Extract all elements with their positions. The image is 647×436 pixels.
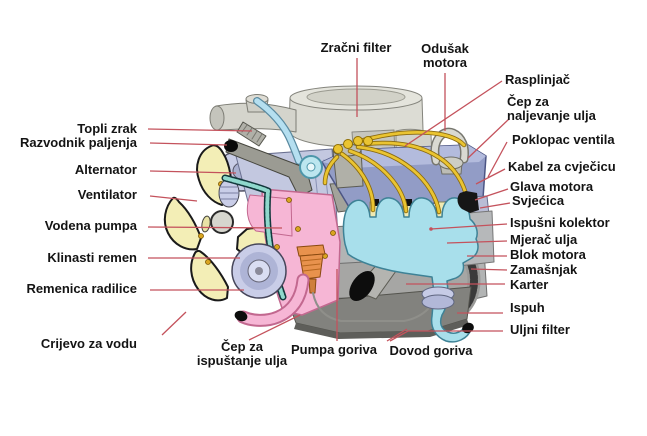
label-klinasti-remen: Klinasti remen [47,250,137,265]
leader-kabel-cvjecicu [475,168,506,185]
label-crijevo-za-vodu: Crijevo za vodu [40,336,137,351]
leader-alternator [149,170,237,174]
label-dovod-goriva: Dovod goriva [389,343,473,358]
breather-hose [430,127,469,166]
leader-vodena-pumpa [147,226,283,229]
leader-ventilator [149,195,198,202]
label-remenica-radilice: Remenica radilice [26,281,137,296]
label-rasplinjac: Rasplinjač [505,72,571,87]
leader-dovod-goriva [386,328,408,342]
label-ispusni-kolektor: Ispušni kolektor [510,215,610,230]
leader-zamasnjak [470,268,508,271]
label-cep-za-naljevanje-ulja: Čep za naljevanje ulja [507,94,596,123]
leader-glava-motora [474,188,509,201]
leader-ispusni-kolektor [430,223,508,230]
exhaust-manifold-part [342,197,479,343]
leader-cep-naljevanje [467,118,510,159]
label-poklopac-ventila: Poklopac ventila [512,132,615,147]
label-karter: Karter [510,277,549,292]
label-alternator: Alternator [74,162,137,177]
label-vodena-pumpa: Vodena pumpa [44,218,137,233]
water-hose-lower [234,273,310,327]
leader-topli-zrak [147,128,253,132]
label-kabel-za-cvjecicu: Kabel za cvječicu [508,159,616,174]
engine-parts [163,85,495,343]
label-topli-zrak: Topli zrak [77,121,137,136]
leader-poklopac-ventila [487,141,508,178]
label-cep-za-ispustanje-ulja: Čep za ispuštanje ulja [196,339,288,368]
label-uljni-filter: Uljni filter [510,322,570,337]
duct-opening [224,140,238,152]
leader-rasplinjac [404,80,503,147]
label-glava-motora: Glava motora [510,179,594,194]
coolant-hose [253,97,303,165]
fuel-pump-part [296,244,326,294]
leader-svjecica [479,202,511,209]
leader-mjerac-ulja [446,240,508,244]
label-zracni-filter: Zračni filter [320,40,392,55]
leader-lines [147,58,511,342]
label-blok-motora: Blok motora [510,247,586,262]
spark-plug-wires [322,130,469,215]
label-ispuh: Ispuh [510,300,545,315]
spark-plug-boot [457,191,479,213]
label-odusak-motora: Odušak motora [421,41,469,70]
label-pumpa-goriva: Pumpa goriva [291,342,377,357]
leader-cep-ispustanje [248,314,301,341]
label-razvodnik-paljenja: Razvodnik paljenja [19,135,137,150]
label-mjerac-ulja: Mjerač ulja [510,232,578,247]
fuel-line [312,292,429,322]
leader-uljni-filter [389,330,503,342]
label-zamasnjak: Zamašnjak [510,262,578,277]
crank-pulley [231,243,287,299]
label-ventilator: Ventilator [77,187,137,202]
label-svjecica: Svjećica [512,193,565,208]
leader-crijevo-za-vodu [161,311,187,336]
leader-razvodnik-paljenja [149,142,228,146]
